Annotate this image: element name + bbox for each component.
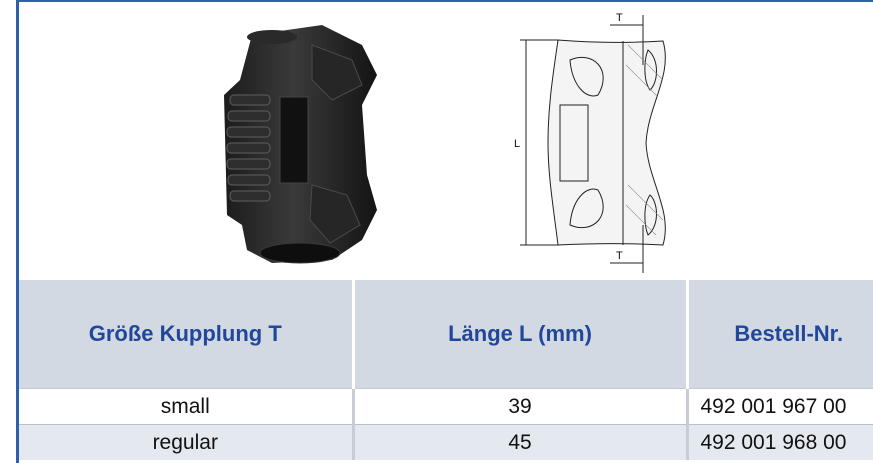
table-row: small 39 492 001 967 00 <box>19 388 873 425</box>
cell-length: 39 <box>351 388 687 425</box>
header-size: Größe Kupplung T <box>19 280 353 389</box>
cell-order-number: 492 001 967 00 <box>685 388 873 425</box>
cell-length: 45 <box>351 424 687 460</box>
table-row: regular 45 492 001 968 00 <box>19 424 873 460</box>
left-border <box>16 0 19 463</box>
cell-size: regular <box>19 424 353 460</box>
dim-label-t-top: T <box>616 12 623 24</box>
header-order-number: Bestell-Nr. <box>685 280 873 389</box>
cell-order-number: 492 001 968 00 <box>685 424 873 460</box>
top-border <box>16 0 873 2</box>
dimension-drawing: T L T <box>514 12 666 273</box>
coupling-photo <box>224 25 377 264</box>
dim-label-t-bottom: T <box>616 250 623 262</box>
table-header-row: Größe Kupplung T Länge L (mm) Bestell-Nr… <box>19 280 873 389</box>
spec-table: Größe Kupplung T Länge L (mm) Bestell-Nr… <box>19 280 873 460</box>
header-length: Länge L (mm) <box>351 280 687 389</box>
cell-size: small <box>19 388 353 425</box>
dim-label-l: L <box>514 138 520 150</box>
image-area <box>19 2 873 280</box>
